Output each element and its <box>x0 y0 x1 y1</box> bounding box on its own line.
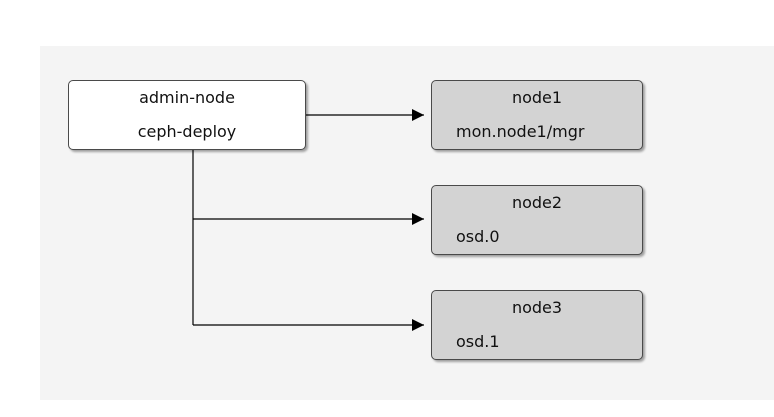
admin-node-tool: ceph-deploy <box>137 122 237 141</box>
node1-box: node1 mon.node1/mgr <box>431 80 643 150</box>
node2-box: node2 osd.0 <box>431 185 643 255</box>
node3-label: node3 <box>511 298 563 317</box>
node2-role: osd.0 <box>456 227 500 246</box>
admin-node-label: admin-node <box>139 88 235 107</box>
node3-box: node3 osd.1 <box>431 290 643 360</box>
node3-role: osd.1 <box>456 332 500 351</box>
node1-role: mon.node1/mgr <box>456 122 585 141</box>
admin-node-box: admin-node ceph-deploy <box>68 80 306 150</box>
node2-label: node2 <box>511 193 563 212</box>
node1-label: node1 <box>511 88 563 107</box>
